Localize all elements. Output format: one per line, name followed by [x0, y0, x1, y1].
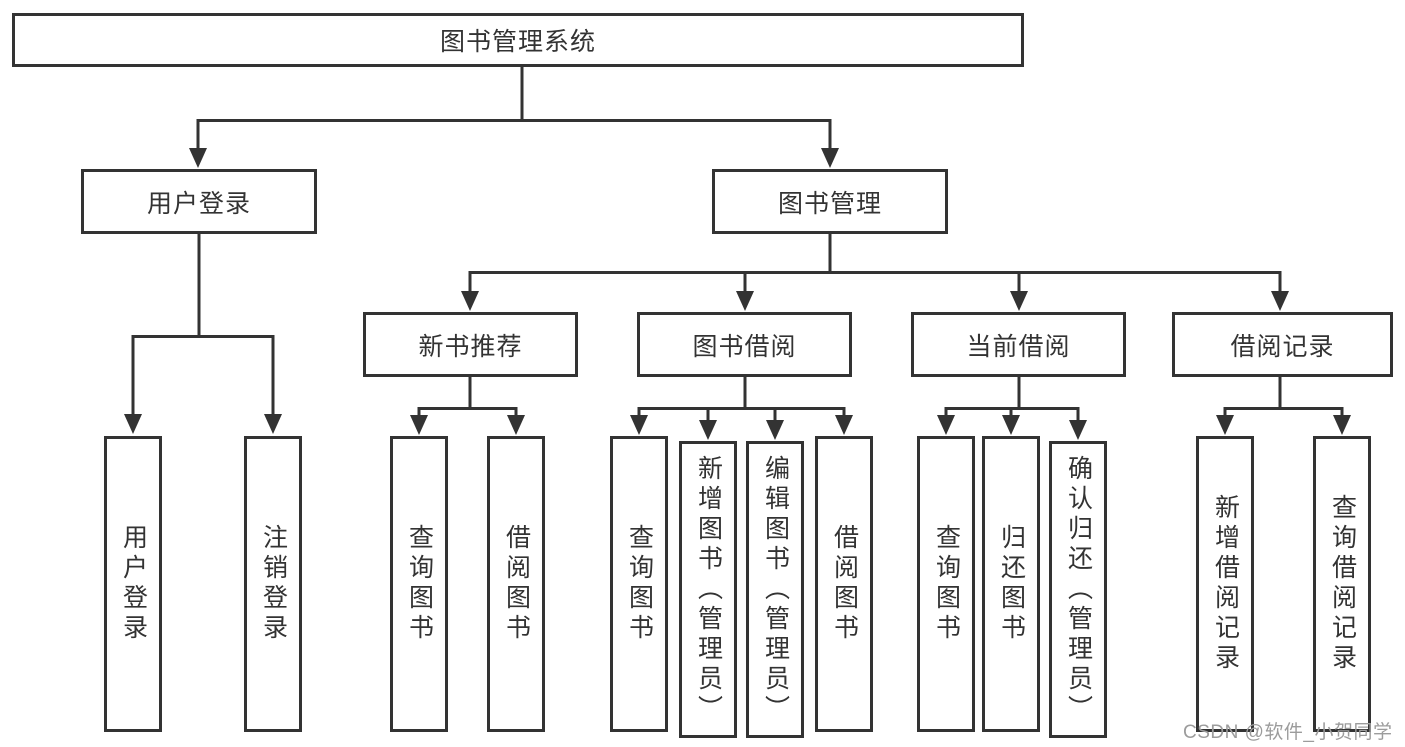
leaf-borrow-books-recommend: 借阅图书: [487, 436, 545, 732]
node-label: 新增图书（管理员）: [694, 454, 723, 725]
node-label: 新书推荐: [418, 332, 523, 361]
node-label: 查询图书: [625, 524, 654, 644]
node-label: 图书管理: [777, 189, 882, 218]
node-library-system: 图书管理系统: [12, 13, 1024, 67]
node-current-borrowing: 当前借阅: [911, 312, 1126, 377]
csdn-watermark: CSDN @软件_小贺同学: [1183, 722, 1393, 743]
node-label: 归还图书: [997, 524, 1026, 644]
node-borrowing-records: 借阅记录: [1172, 312, 1393, 377]
arrowheads: [124, 148, 1351, 440]
leaf-borrow-books-borrowing: 借阅图书: [815, 436, 873, 732]
leaf-edit-books-admin: 编辑图书（管理员）: [746, 441, 804, 738]
leaf-query-books-recommend: 查询图书: [390, 436, 448, 732]
leaf-query-books-current: 查询图书: [917, 436, 975, 732]
node-book-management: 图书管理: [712, 169, 948, 234]
node-label: 图书管理系统: [439, 28, 596, 56]
node-label: 用户登录: [119, 524, 148, 644]
node-new-book-recommendation: 新书推荐: [363, 312, 578, 377]
node-label: 新增借阅记录: [1211, 494, 1240, 674]
node-label: 当前借阅: [966, 332, 1071, 361]
node-label: 查询借阅记录: [1328, 494, 1357, 674]
leaf-query-borrow-record: 查询借阅记录: [1313, 436, 1371, 732]
node-label: 借阅图书: [830, 524, 859, 644]
node-label: 查询图书: [932, 524, 961, 644]
node-label: 借阅记录: [1230, 332, 1335, 361]
leaf-query-books-borrowing: 查询图书: [610, 436, 668, 732]
node-user-login: 用户登录: [81, 169, 317, 234]
node-label: 确认归还（管理员）: [1064, 454, 1093, 725]
leaf-confirm-return-admin: 确认归还（管理员）: [1049, 441, 1107, 738]
leaf-user-login: 用户登录: [104, 436, 162, 732]
node-label: 编辑图书（管理员）: [761, 454, 790, 725]
leaf-add-borrow-record: 新增借阅记录: [1196, 436, 1254, 732]
node-label: 用户登录: [146, 189, 251, 218]
node-label: 图书借阅: [692, 332, 797, 361]
leaf-return-books: 归还图书: [982, 436, 1040, 732]
node-label: 借阅图书: [502, 524, 531, 644]
node-label: 注销登录: [259, 524, 288, 644]
leaf-logout-login: 注销登录: [244, 436, 302, 732]
node-book-borrowing: 图书借阅: [637, 312, 852, 377]
node-label: 查询图书: [405, 524, 434, 644]
leaf-add-books-admin: 新增图书（管理员）: [679, 441, 737, 738]
